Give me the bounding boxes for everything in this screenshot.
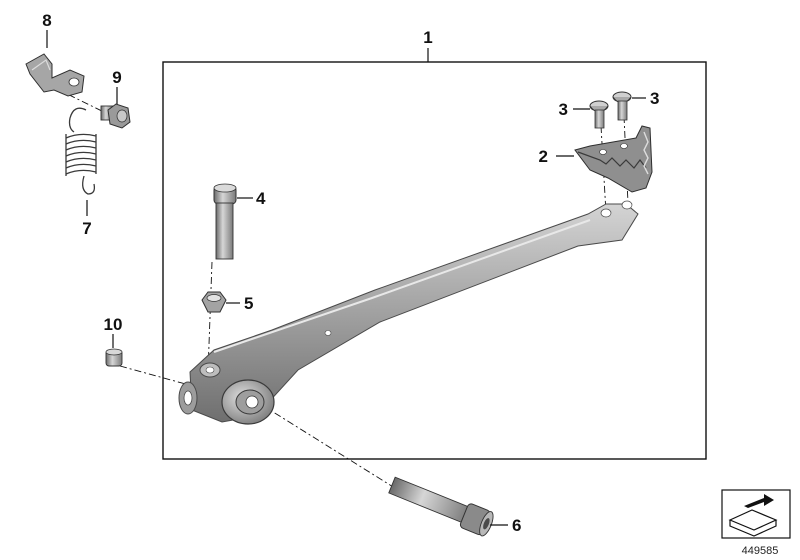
callout-4: 4 xyxy=(256,189,266,208)
bolt-4 xyxy=(213,183,237,260)
bushing-10 xyxy=(105,348,123,367)
callout-5: 5 xyxy=(244,294,253,313)
lever-arm xyxy=(178,200,639,425)
leader-lines xyxy=(46,30,646,526)
callout-10: 10 xyxy=(104,315,123,334)
assembly-frame xyxy=(162,61,707,460)
foot-plate xyxy=(574,125,653,193)
spring-7 xyxy=(65,107,97,195)
callout-1: 1 xyxy=(423,28,432,47)
part-diagram-icon xyxy=(721,489,791,539)
nut-5 xyxy=(201,291,227,313)
screw-3b xyxy=(612,91,632,121)
callout-7: 7 xyxy=(82,219,91,238)
screw-3a xyxy=(589,100,609,129)
bolt-6 xyxy=(388,476,494,537)
bolt-9 xyxy=(100,103,131,129)
bracket-8 xyxy=(25,53,85,97)
callout-6: 6 xyxy=(512,516,521,535)
reference-number: 449585 xyxy=(742,545,779,557)
callout-3a: 3 xyxy=(559,100,568,119)
callout-8: 8 xyxy=(42,11,51,30)
callout-3b: 3 xyxy=(650,89,659,108)
callout-2: 2 xyxy=(539,147,548,166)
callout-9: 9 xyxy=(112,68,121,87)
